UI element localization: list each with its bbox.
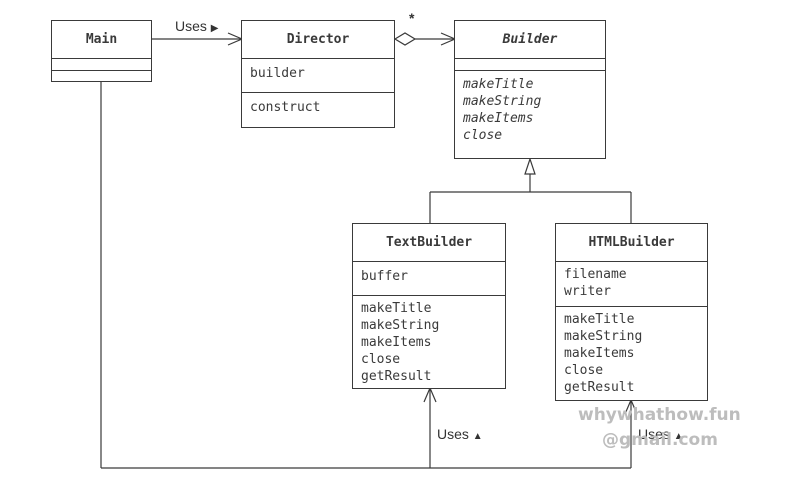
htmlbuilder-method: makeItems bbox=[564, 346, 635, 361]
aggregation-diamond bbox=[393, 32, 417, 46]
htmlbuilder-methods-section: makeTitle makeString makeItems close get… bbox=[556, 307, 707, 400]
htmlbuilder-class: HTMLBuilder filename writer makeTitle ma… bbox=[555, 223, 708, 401]
main-fields-section bbox=[52, 59, 151, 71]
uses-label-top: Uses ▶ bbox=[175, 18, 219, 34]
htmlbuilder-method: makeTitle bbox=[564, 312, 635, 327]
director-fields-section: builder bbox=[242, 59, 394, 93]
htmlbuilder-field: writer bbox=[564, 284, 611, 299]
builder-class: Builder makeTitle makeString makeItems c… bbox=[454, 20, 606, 159]
htmlbuilder-method: close bbox=[564, 363, 604, 378]
uses-label-bottom-right: Uses ▲ bbox=[638, 426, 684, 442]
htmlbuilder-method: makeString bbox=[564, 329, 643, 344]
textbuilder-field: buffer bbox=[361, 269, 408, 284]
director-class: Director builder construct bbox=[241, 20, 395, 128]
textbuilder-methods-section: makeTitle makeString makeItems close get… bbox=[353, 296, 505, 389]
builder-class-name: Builder bbox=[455, 21, 605, 59]
builder-methods-section: makeTitle makeString makeItems close bbox=[455, 71, 605, 149]
main-class-name: Main bbox=[52, 21, 151, 59]
director-methods-section: construct bbox=[242, 93, 394, 122]
generalization-triangle bbox=[524, 157, 536, 175]
uses-label-bottom: Uses ▲ bbox=[437, 426, 483, 442]
textbuilder-class-name: TextBuilder bbox=[353, 224, 505, 262]
textbuilder-class: TextBuilder buffer makeTitle makeString … bbox=[352, 223, 506, 389]
uses-label-top-text: Uses bbox=[175, 18, 207, 34]
builder-method: makeTitle bbox=[463, 77, 534, 92]
main-methods-section bbox=[52, 71, 151, 81]
builder-method: close bbox=[463, 128, 503, 143]
builder-method: makeString bbox=[463, 94, 542, 109]
director-class-name: Director bbox=[242, 21, 394, 59]
textbuilder-fields-section: buffer bbox=[353, 262, 505, 296]
main-class: Main bbox=[51, 20, 152, 82]
watermark-line-1: whywhathow.fun bbox=[578, 405, 741, 425]
watermark-line-2: @gmail.com bbox=[602, 430, 718, 450]
uses-label-bottom-text: Uses bbox=[437, 426, 469, 442]
htmlbuilder-field: filename bbox=[564, 267, 627, 282]
uses-direction-icon: ▲ bbox=[673, 431, 684, 442]
textbuilder-method: makeTitle bbox=[361, 301, 432, 316]
textbuilder-method: makeString bbox=[361, 318, 440, 333]
textbuilder-method: close bbox=[361, 352, 401, 367]
textbuilder-method: makeItems bbox=[361, 335, 432, 350]
builder-fields-section bbox=[455, 59, 605, 71]
htmlbuilder-fields-section: filename writer bbox=[556, 262, 707, 307]
htmlbuilder-class-name: HTMLBuilder bbox=[556, 224, 707, 262]
director-field: builder bbox=[250, 66, 305, 81]
uses-direction-icon: ▶ bbox=[210, 23, 219, 34]
multiplicity-label: * bbox=[409, 10, 415, 26]
uses-label-bottom-right-text: Uses bbox=[638, 426, 670, 442]
uses-direction-icon: ▲ bbox=[472, 431, 483, 442]
director-method: construct bbox=[250, 100, 321, 115]
builder-method: makeItems bbox=[463, 111, 534, 126]
textbuilder-method: getResult bbox=[361, 369, 432, 384]
htmlbuilder-method: getResult bbox=[564, 380, 635, 395]
